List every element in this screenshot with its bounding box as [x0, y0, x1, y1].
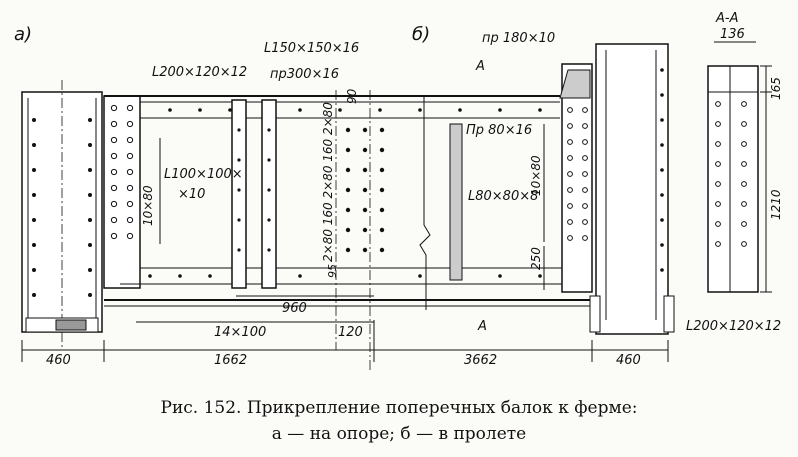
dim-90: 90 [345, 88, 359, 104]
left-column-rivets [32, 118, 92, 297]
stiffener-angles [231, 99, 277, 289]
dim-10x80-right: 10×80 [529, 155, 543, 196]
connection-drawing: а) б) А-А 136 А А L200×120×12 L150×150×1… [14, 11, 783, 370]
section-a-a [707, 41, 772, 293]
dim-95: 95 [326, 264, 339, 278]
right-truss-column [559, 43, 675, 335]
section-title: А-А [715, 11, 738, 26]
dim-14x100: 14×100 [214, 325, 266, 340]
label-plate-80: Пр 80×16 [466, 123, 532, 138]
label-angle-150: L150×150×16 [264, 41, 359, 56]
dim-1210: 1210 [769, 189, 783, 220]
label-plate-300: пр300×16 [270, 67, 339, 82]
dim-960: 960 [282, 301, 307, 316]
plate-80x16 [449, 123, 463, 281]
section-scale: 136 [720, 27, 745, 42]
dim-250: 250 [529, 247, 543, 270]
splice-rivet-grid [345, 127, 385, 253]
label-angle-100-b: ×10 [178, 187, 205, 202]
label-plate-180: пр 180×10 [482, 31, 555, 46]
label-a: а) [14, 24, 32, 45]
label-angle-200-top: L200×120×12 [152, 65, 247, 80]
left-angle-plate [103, 95, 141, 289]
dimension-lines [21, 124, 669, 362]
dim-10x80-left: 10×80 [141, 185, 155, 226]
section-mark-top: А [475, 59, 485, 74]
label-b: б) [412, 24, 430, 45]
dim-460-right: 460 [616, 353, 641, 368]
dim-3662: 3662 [464, 353, 497, 368]
left-support-column [21, 80, 103, 350]
label-angle-80: L80×80×8 [468, 189, 538, 204]
label-angle-200-bottom: L200×120×12 [686, 319, 781, 334]
dim-vertical-pitch: 2×80 160 2×80 160 2×80 [321, 102, 335, 262]
dim-1662: 1662 [214, 353, 247, 368]
dim-460-left: 460 [46, 353, 71, 368]
section-mark-bottom: А [477, 319, 487, 334]
caption-line-2: а — на опоре; б — в пролете [271, 424, 527, 444]
label-angle-100: L100×100× [164, 167, 243, 182]
dim-165: 165 [769, 77, 783, 100]
dim-120: 120 [338, 325, 363, 340]
cross-beam [104, 95, 590, 307]
caption-line-1: Рис. 152. Прикрепление поперечных балок … [160, 398, 638, 418]
